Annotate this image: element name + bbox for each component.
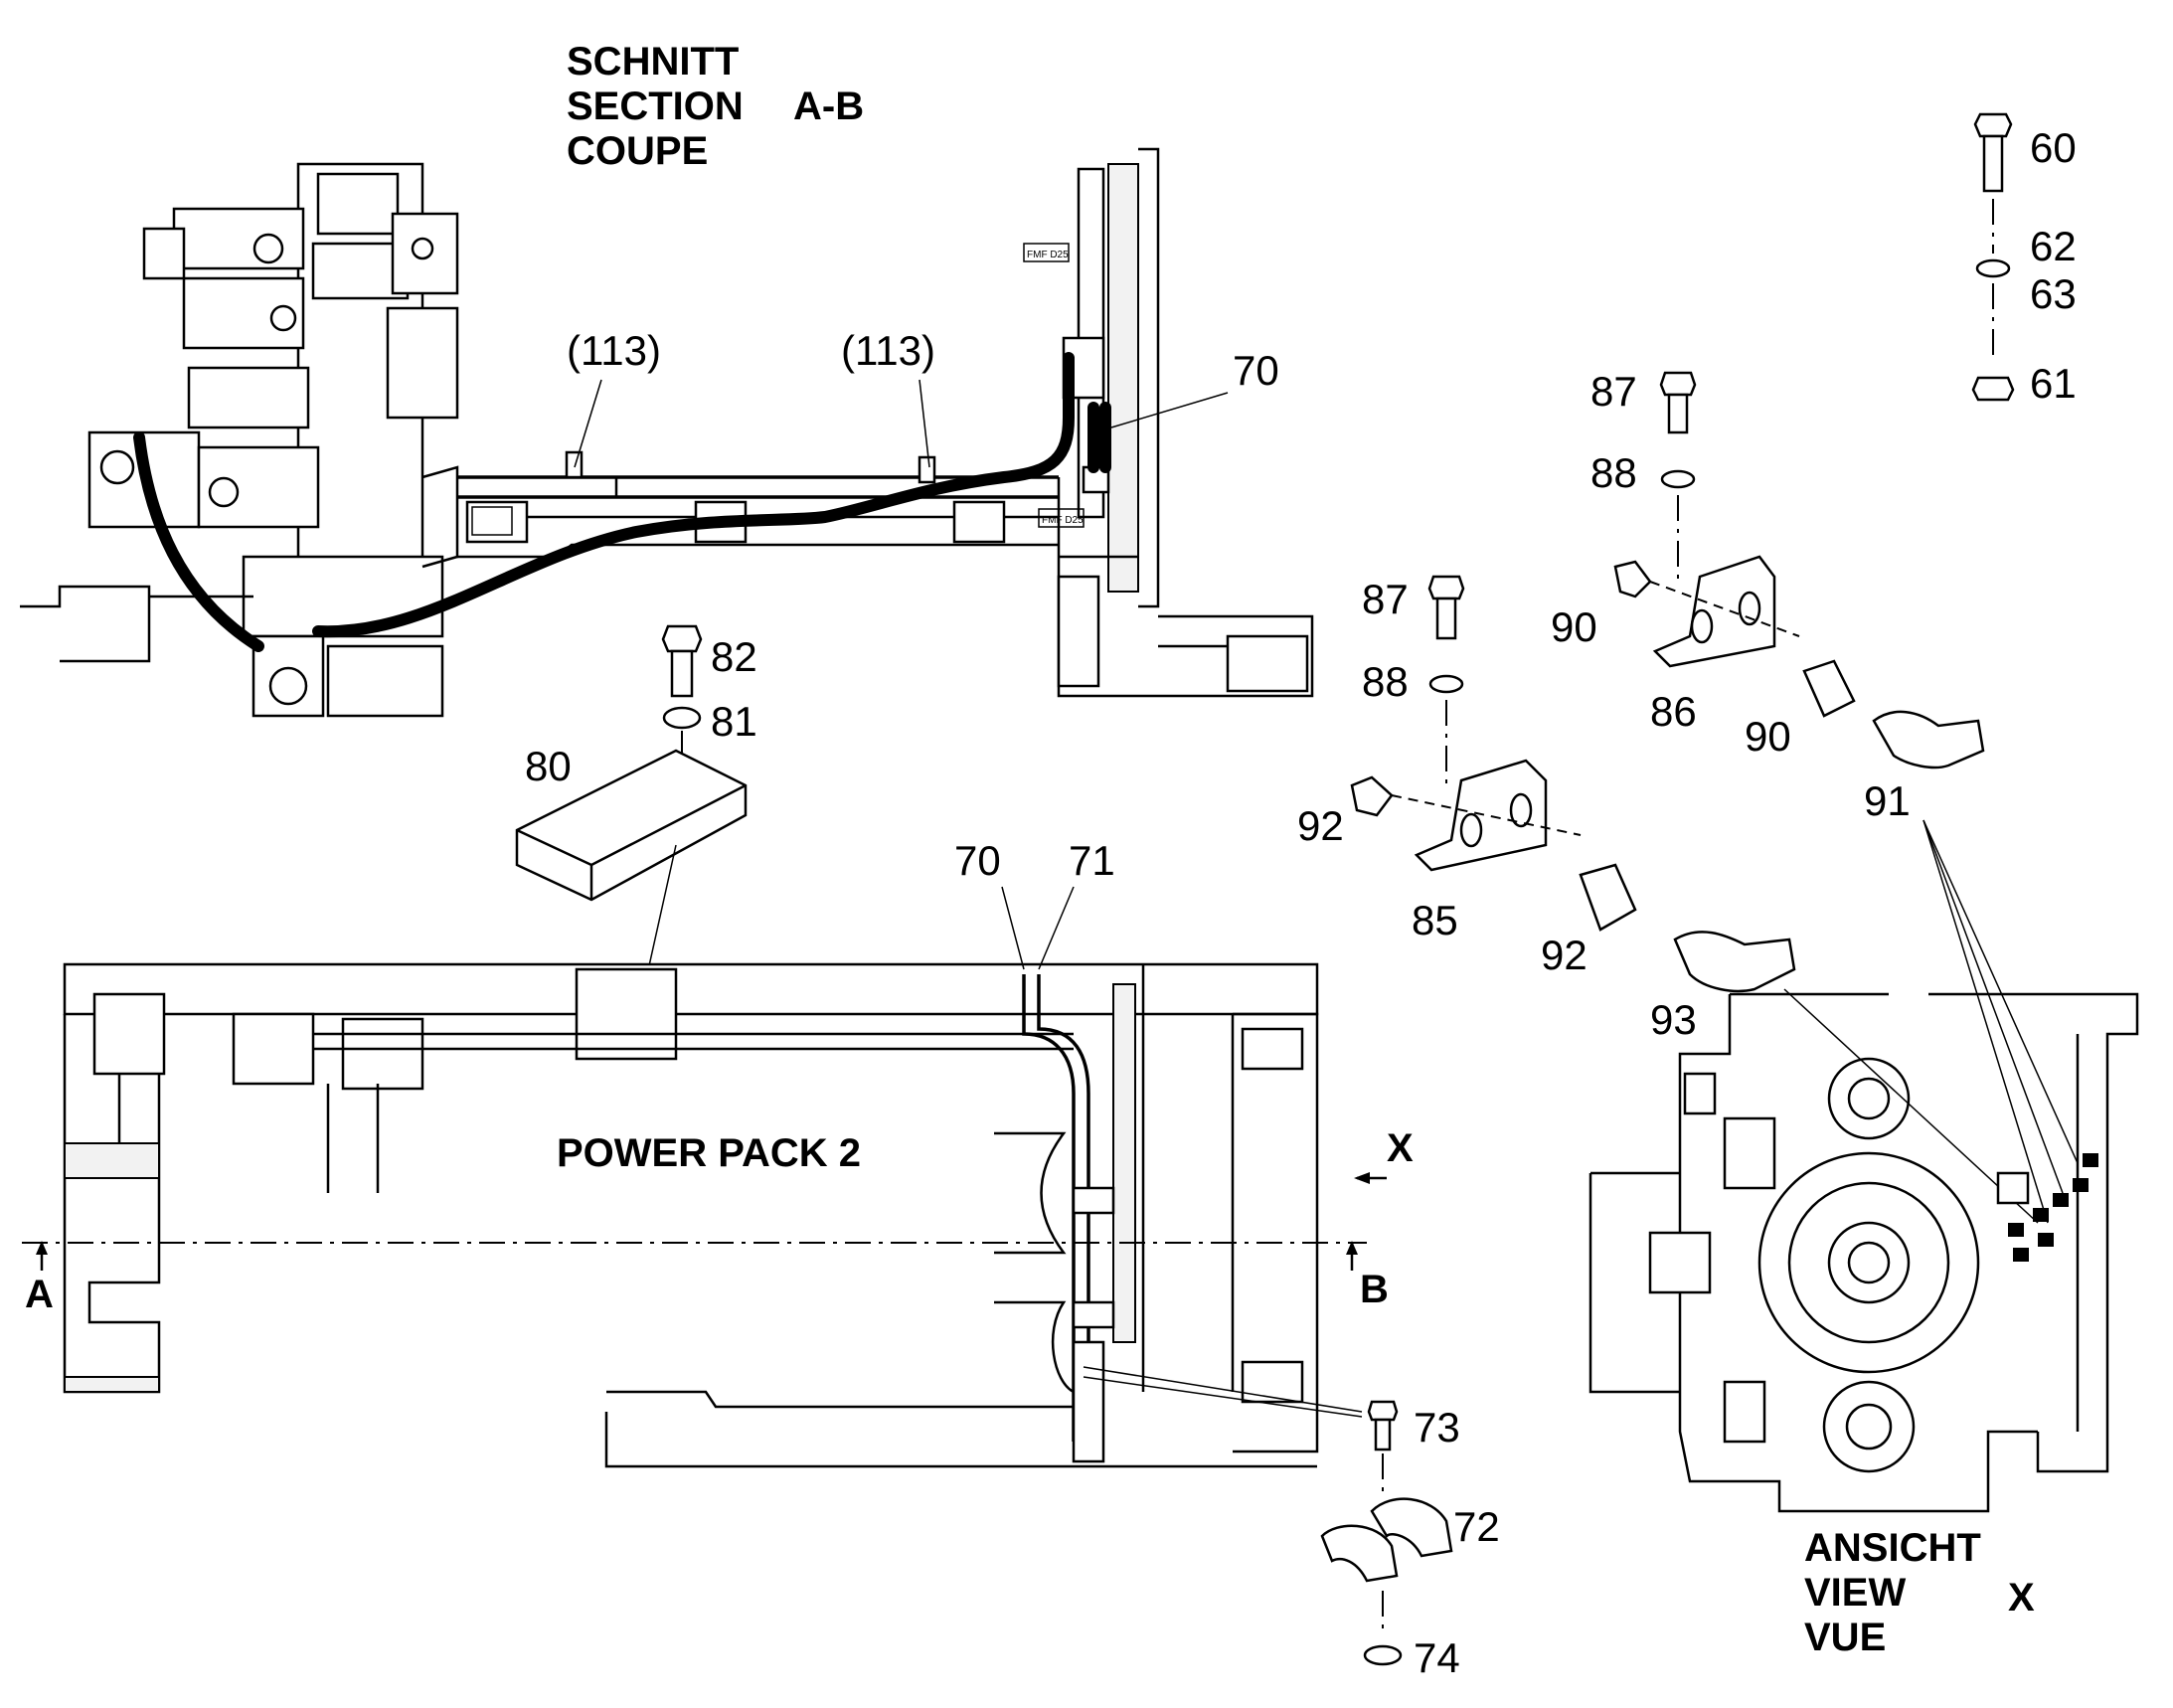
callout-70-plan: 70 xyxy=(954,837,1001,884)
section-id: A-B xyxy=(793,85,864,128)
section-title-line2: SECTION xyxy=(567,85,744,128)
callout-71: 71 xyxy=(1069,837,1115,884)
marker-x: X xyxy=(1387,1126,1414,1170)
callout-90-lower: 90 xyxy=(1745,713,1791,760)
callout-73: 73 xyxy=(1414,1404,1460,1451)
callout-61: 61 xyxy=(2030,360,2077,407)
box-80-group xyxy=(515,624,748,1025)
callout-72: 72 xyxy=(1453,1503,1500,1550)
callout-80: 80 xyxy=(525,743,572,789)
view-title-line3: VUE xyxy=(1804,1616,1886,1659)
callout-85: 85 xyxy=(1412,897,1458,943)
callout-63: 63 xyxy=(2030,270,2077,317)
callout-82: 82 xyxy=(711,633,757,680)
view-title-line2: VIEW xyxy=(1804,1571,1906,1615)
view-title: ANSICHT VIEW X VUE xyxy=(1804,1526,2035,1659)
callout-88-upper: 88 xyxy=(1590,449,1637,496)
callout-91: 91 xyxy=(1864,777,1911,824)
fmf-tag-top: FMF D25 xyxy=(1027,250,1069,260)
callout-90-upper: 90 xyxy=(1551,603,1597,650)
bolt-60-group xyxy=(1971,112,2015,402)
callout-113-left: (113) xyxy=(567,327,661,374)
view-id: X xyxy=(2008,1576,2035,1620)
bracket-86-group xyxy=(1613,371,1985,769)
callout-87-upper: 87 xyxy=(1590,368,1637,415)
callout-62: 62 xyxy=(2030,223,2077,269)
section-ab-drawing: FMF D25 FMF D25 xyxy=(20,147,1314,718)
callout-92-lower: 92 xyxy=(1541,932,1588,978)
bracket-85-group xyxy=(1350,575,1796,993)
section-title-line1: SCHNITT xyxy=(567,40,739,84)
view-x-drawing xyxy=(1588,992,2139,1513)
callout-87-lower: 87 xyxy=(1362,576,1409,622)
section-title: SCHNITT SECTION A-B COUPE xyxy=(567,40,864,173)
marker-b: B xyxy=(1360,1268,1389,1311)
callout-70-section: 70 xyxy=(1233,347,1279,394)
view-title-line1: ANSICHT xyxy=(1804,1526,1981,1570)
power-pack-plan-drawing xyxy=(63,962,1319,1468)
callout-92-upper: 92 xyxy=(1297,802,1344,849)
marker-a: A xyxy=(25,1273,54,1316)
callout-60: 60 xyxy=(2030,124,2077,171)
fmf-tag-bottom: FMF D25 xyxy=(1042,515,1084,526)
callout-113-right: (113) xyxy=(841,327,935,374)
callout-88-lower: 88 xyxy=(1362,658,1409,705)
callout-81: 81 xyxy=(711,698,757,745)
clamp-72-group xyxy=(1320,1400,1453,1666)
power-pack-title: POWER PACK 2 xyxy=(557,1131,861,1175)
callout-74: 74 xyxy=(1414,1634,1460,1681)
callout-86: 86 xyxy=(1650,688,1697,735)
section-title-line3: COUPE xyxy=(567,129,708,173)
callout-93: 93 xyxy=(1650,996,1697,1043)
